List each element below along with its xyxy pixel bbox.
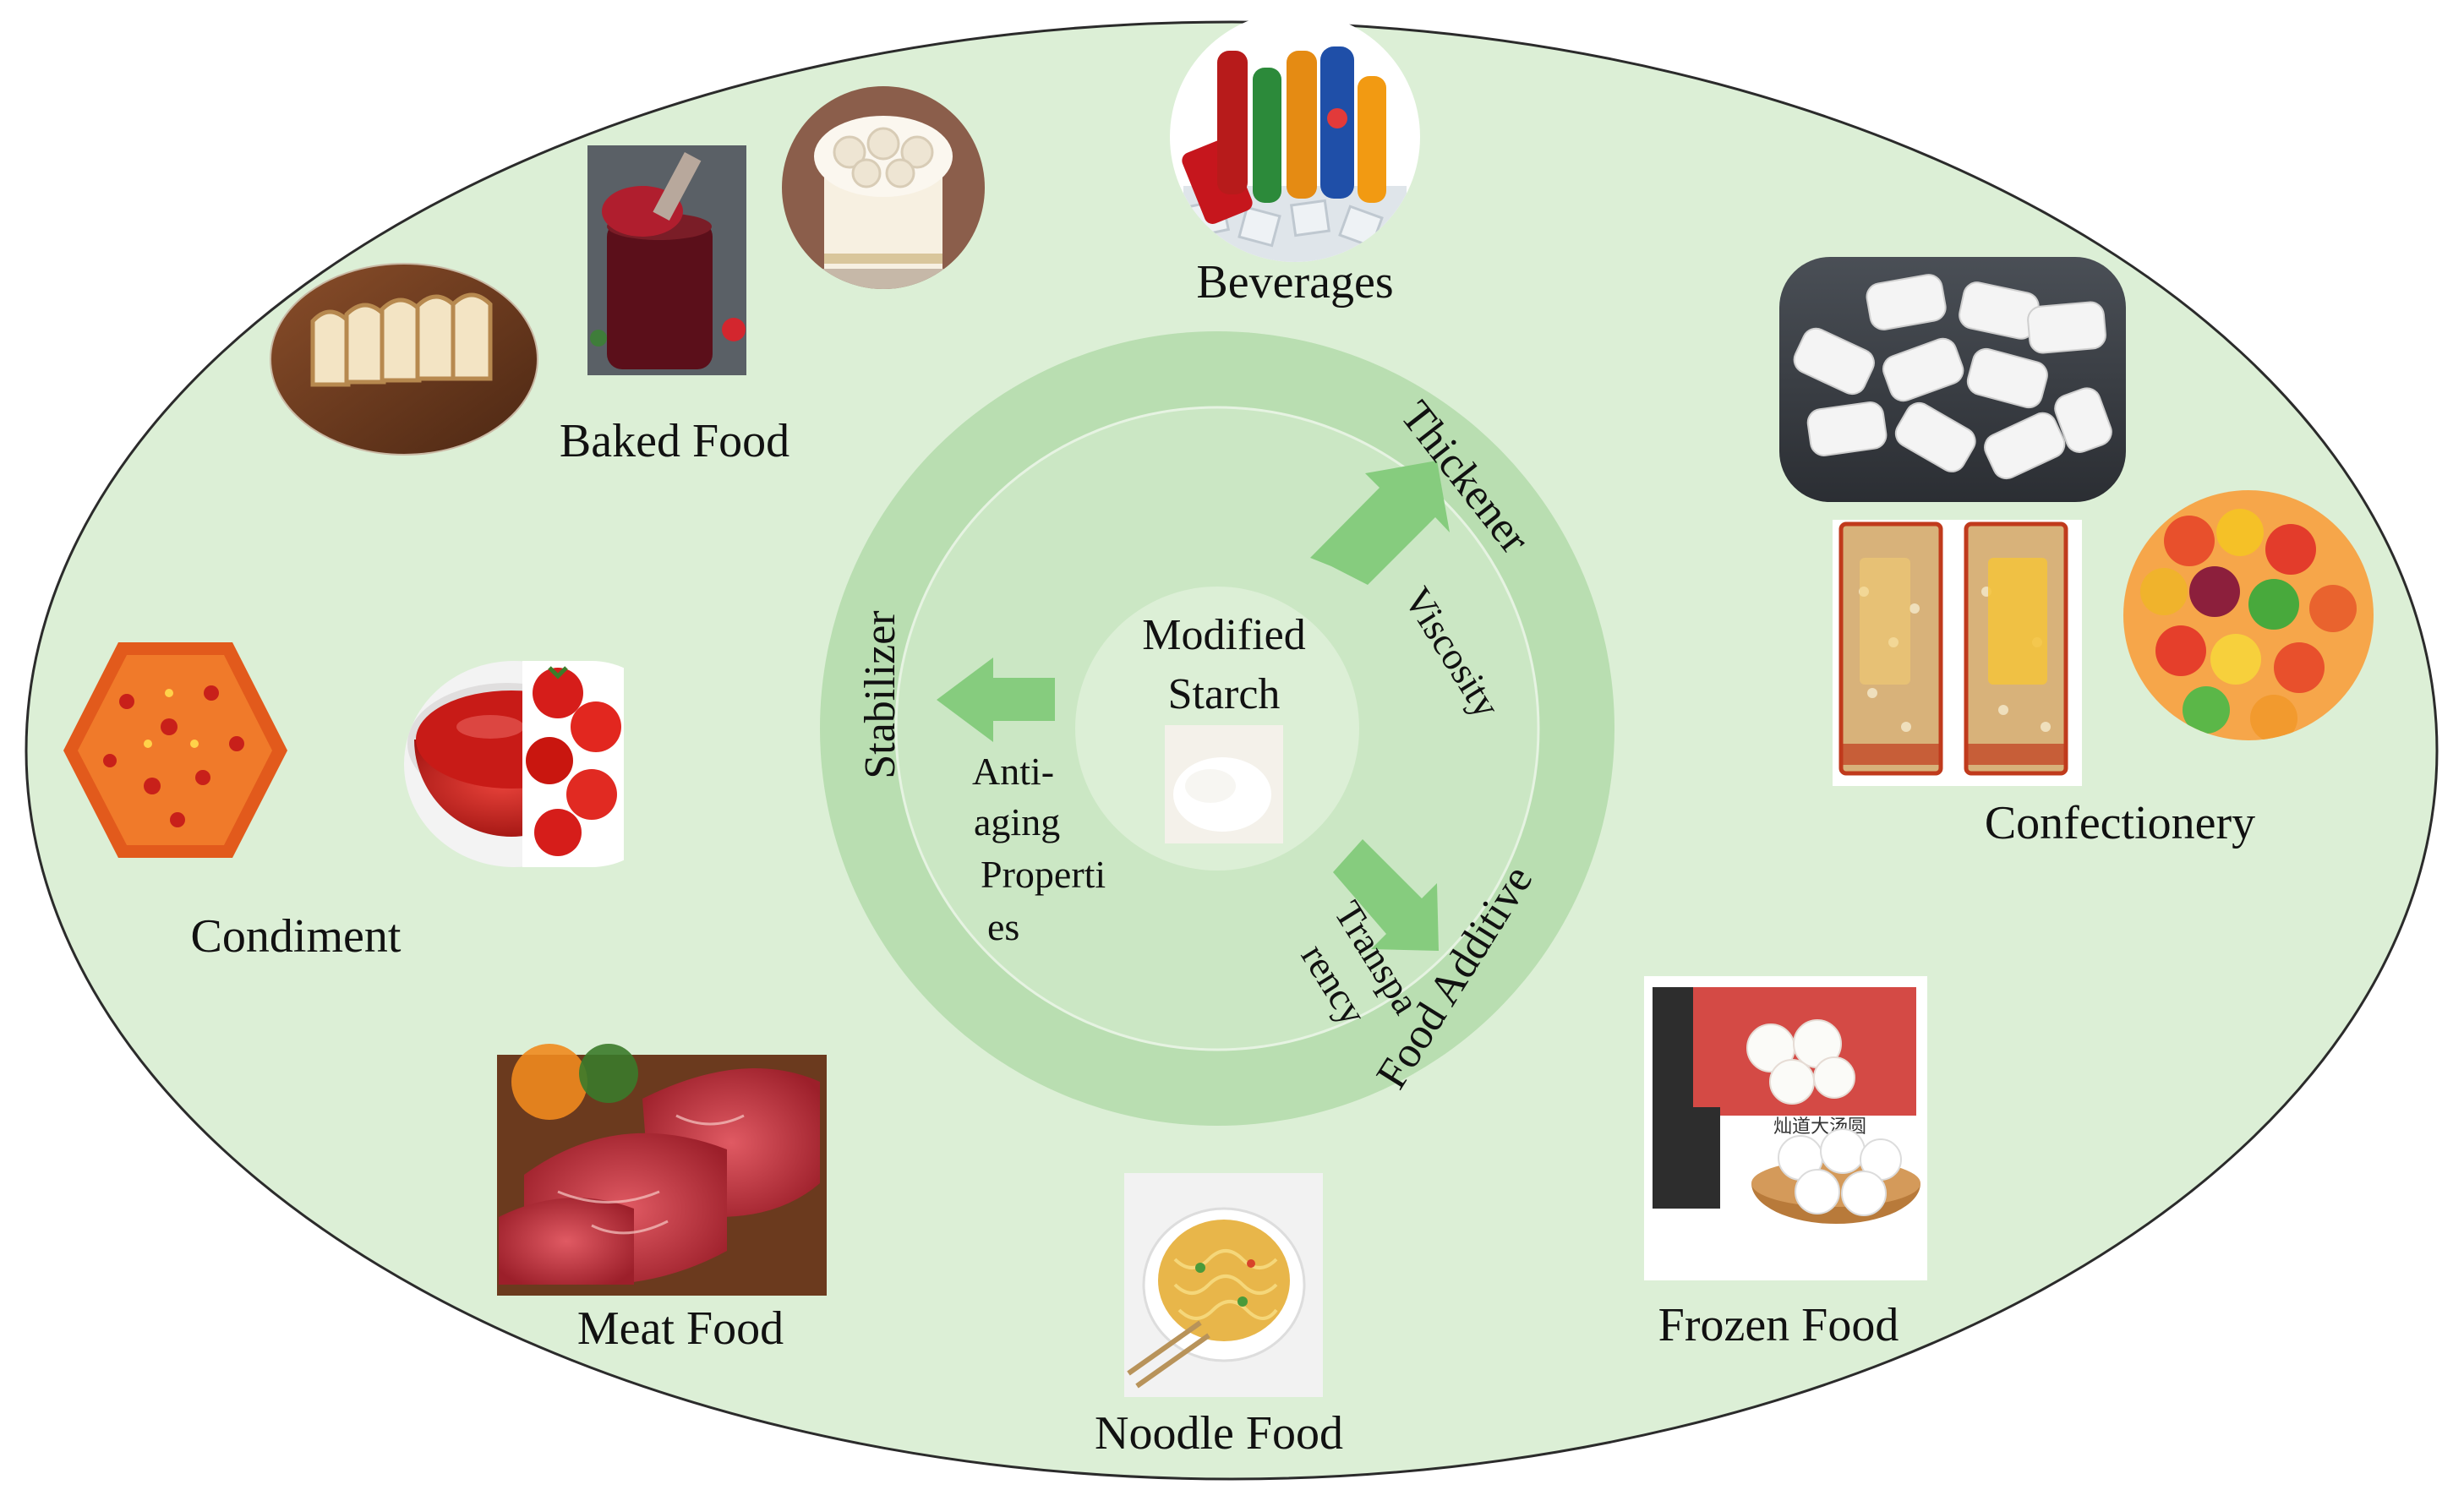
anti-aging-line: aging xyxy=(974,800,1060,843)
frozen-food-image: 灿道大汤圆 xyxy=(1644,976,1927,1280)
center-label-line1: Modified xyxy=(1142,611,1306,659)
anti-aging-label: Anti- aging Properti es xyxy=(972,750,1106,948)
arrow-to-thickener xyxy=(1310,461,1450,585)
anti-aging-line: es xyxy=(987,905,1019,948)
confectionery-label: Confectionery xyxy=(1985,797,2255,849)
confectionery-candy-bars-image xyxy=(1833,520,2082,786)
baked-food-bread-image xyxy=(270,264,538,455)
center-label-line2: Starch xyxy=(1168,670,1281,718)
beverages-label: Beverages xyxy=(1196,256,1393,308)
beverages-image xyxy=(1170,12,1420,262)
condiment-tomato-image xyxy=(522,661,624,867)
anti-aging-line: Anti- xyxy=(972,750,1054,793)
condiment-chili-image xyxy=(63,642,287,858)
noodle-food-image xyxy=(1124,1173,1323,1397)
arrow-to-stabilizer xyxy=(937,658,1055,742)
meat-food-image xyxy=(497,1044,827,1296)
arrow-to-food-additive xyxy=(1333,839,1439,951)
confectionery-gummy-image xyxy=(2123,490,2374,740)
anti-aging-line: Properti xyxy=(981,853,1106,896)
condiment-label: Condiment xyxy=(191,910,402,963)
meat-food-label: Meat Food xyxy=(577,1302,784,1355)
baked-food-jam-image xyxy=(587,145,746,375)
stabilizer-label: Stabilizer xyxy=(856,610,904,778)
noodle-food-label: Noodle Food xyxy=(1095,1407,1343,1460)
frozen-food-label: Frozen Food xyxy=(1658,1299,1899,1351)
starch-powder-image xyxy=(1165,725,1283,843)
confectionery-gum-image xyxy=(1779,257,2126,502)
baked-food-label: Baked Food xyxy=(560,415,789,467)
baked-food-cake-image xyxy=(782,86,985,289)
